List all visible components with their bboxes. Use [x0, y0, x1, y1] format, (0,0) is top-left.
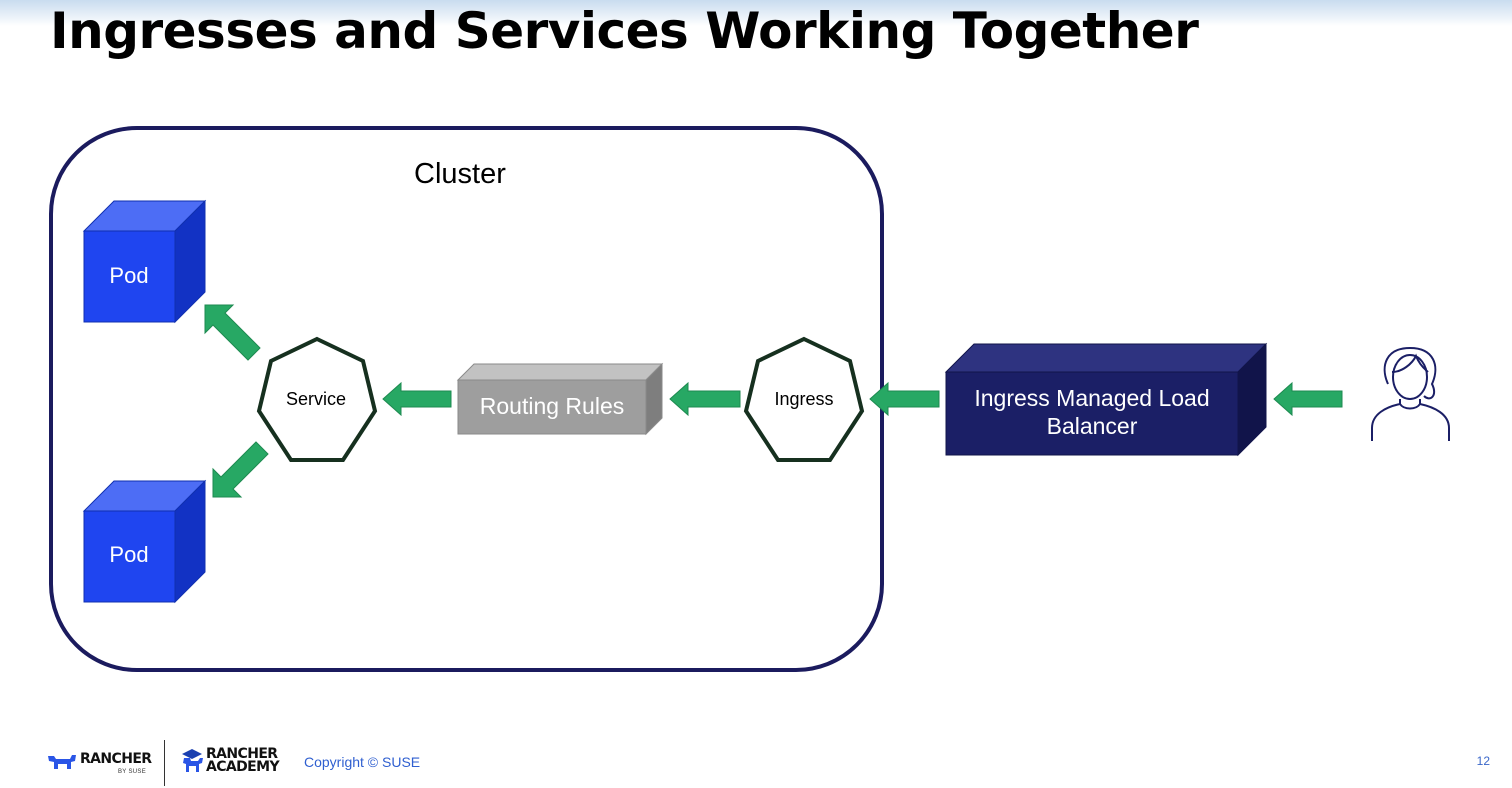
arrow-to-service — [382, 381, 452, 417]
routing-rules-label: Routing Rules — [480, 393, 624, 419]
arrow-to-routing-rules — [669, 381, 741, 417]
cluster-label: Cluster — [414, 158, 506, 190]
title-band — [0, 0, 1512, 26]
ingress-node: Ingress — [743, 336, 865, 462]
routing-rules-box: Routing Rules — [456, 362, 664, 436]
academy-logo-text: RANCHER ACADEMY — [206, 746, 280, 775]
load-balancer-box: Ingress Managed Load Balancer — [944, 342, 1268, 457]
service-node: Service — [256, 336, 378, 462]
copyright-text: Copyright © SUSE — [304, 754, 421, 770]
load-balancer-label-line2: Balancer — [1047, 413, 1138, 439]
arrow-to-ingress — [869, 381, 940, 417]
ingress-label: Ingress — [774, 389, 833, 409]
arrow-to-top-pod — [204, 304, 261, 361]
arrow-to-bottom-pod — [212, 441, 269, 498]
arrow-to-load-balancer — [1273, 381, 1343, 417]
person-icon — [1371, 346, 1450, 441]
pod-cube-bottom: Pod — [82, 479, 207, 604]
pod-label-bottom: Pod — [109, 542, 148, 567]
academy-cap-icon — [182, 749, 203, 772]
service-label: Service — [286, 389, 346, 409]
pod-label-top: Pod — [109, 263, 148, 288]
page-number: 12 — [1476, 754, 1490, 768]
footer-divider — [164, 740, 165, 786]
pod-cube-top: Pod — [82, 199, 207, 324]
rancher-logo-sub: BY SUSE — [118, 769, 147, 775]
rancher-logo-text: RANCHER — [80, 751, 152, 767]
rancher-logo: RANCHER BY SUSE — [46, 750, 156, 780]
academy-logo-line2: ACADEMY — [206, 759, 280, 775]
rancher-academy-logo: RANCHER ACADEMY — [180, 746, 290, 780]
academy-logo-line1: RANCHER — [206, 746, 278, 762]
slide-title: Ingresses and Services Working Together — [50, 2, 1199, 60]
slide-footer: RANCHER BY SUSE RANCHER ACADEMY Copyrigh… — [0, 738, 1512, 788]
load-balancer-label-line1: Ingress Managed Load — [974, 385, 1209, 411]
rancher-bull-icon — [48, 755, 76, 769]
